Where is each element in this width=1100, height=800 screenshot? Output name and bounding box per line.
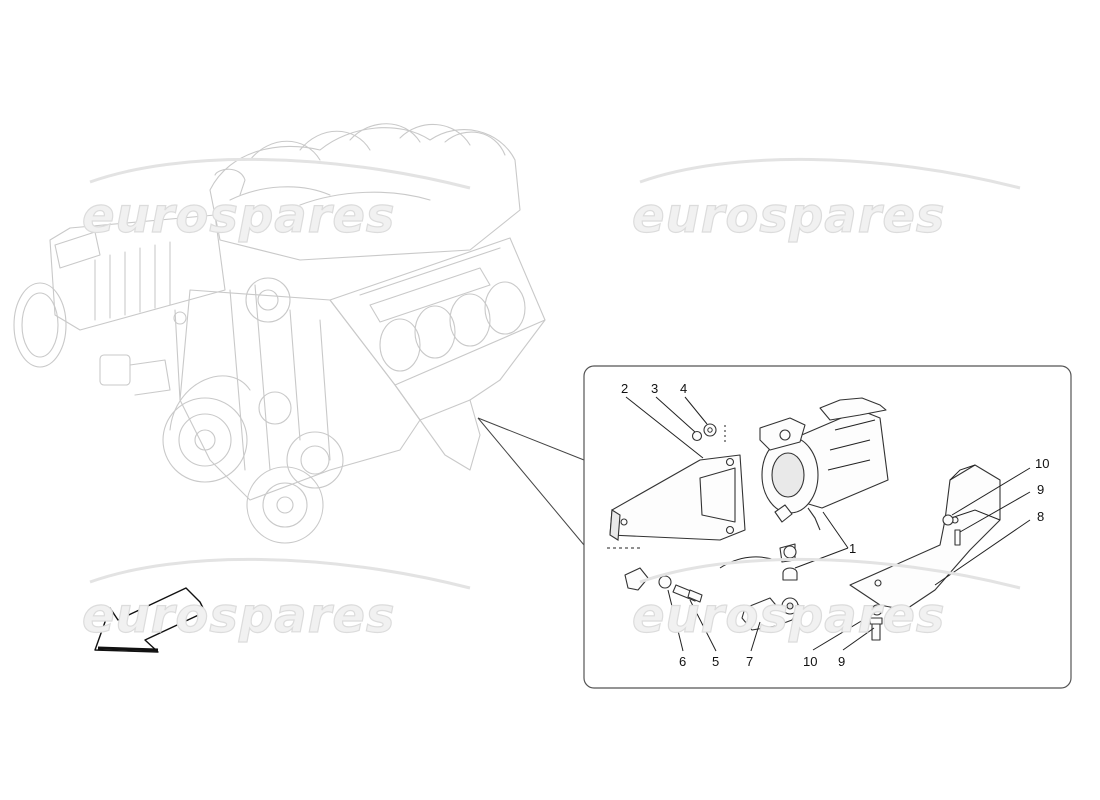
bolt-9-upper xyxy=(954,529,961,546)
throttle-body xyxy=(13,214,226,368)
watermark-swoosh xyxy=(89,557,471,590)
direction-arrow-icon xyxy=(94,587,206,653)
callout-3: 3 xyxy=(651,381,658,396)
detail-box xyxy=(583,365,1072,689)
watermarks: eurospares eurospares eurospares eurospa… xyxy=(81,157,1021,645)
watermark-text: eurospares xyxy=(632,188,946,244)
pulley-system xyxy=(162,277,344,544)
callout-2: 2 xyxy=(621,381,628,396)
cable-terminal xyxy=(624,543,797,591)
intake-manifold xyxy=(209,123,521,261)
washer-10-upper xyxy=(942,514,954,526)
callout-labels: 2 3 4 1 10 9 8 6 5 7 10 9 xyxy=(621,381,1049,669)
callout-10-upper: 10 xyxy=(1035,456,1049,471)
watermark-text: eurospares xyxy=(632,588,946,644)
washer-6 xyxy=(658,575,672,589)
mounting-bracket xyxy=(609,454,746,541)
watermark-text: eurospares xyxy=(82,188,396,244)
callout-9-lower: 9 xyxy=(838,654,845,669)
callout-7: 7 xyxy=(746,654,753,669)
zoom-leader-lines xyxy=(477,417,585,546)
bolt-3 xyxy=(691,430,703,442)
callout-10-lower: 10 xyxy=(803,654,817,669)
callout-6: 6 xyxy=(679,654,686,669)
watermark-swoosh xyxy=(639,157,1021,190)
detail-parts xyxy=(607,397,1001,641)
valve-cover xyxy=(329,237,546,421)
bolt-5 xyxy=(672,584,703,603)
callout-9-upper: 9 xyxy=(1037,482,1044,497)
callout-1: 1 xyxy=(849,541,856,556)
grommet xyxy=(782,567,798,581)
engine-illustration xyxy=(13,123,546,544)
callout-5: 5 xyxy=(712,654,719,669)
starter-motor xyxy=(759,397,889,531)
watermark-swoosh xyxy=(639,557,1021,590)
terminal-boot-7 xyxy=(741,597,801,631)
watermark-swoosh xyxy=(89,157,471,190)
engine-block xyxy=(179,289,481,501)
bolt-9-lower xyxy=(869,617,883,641)
washer-10-lower xyxy=(871,604,883,616)
callout-8: 8 xyxy=(1037,509,1044,524)
engine-accessories xyxy=(99,309,187,401)
watermark-text: eurospares xyxy=(82,588,396,644)
callout-4: 4 xyxy=(680,381,687,396)
washer-4 xyxy=(703,423,717,437)
heat-shield-8 xyxy=(849,464,1001,611)
